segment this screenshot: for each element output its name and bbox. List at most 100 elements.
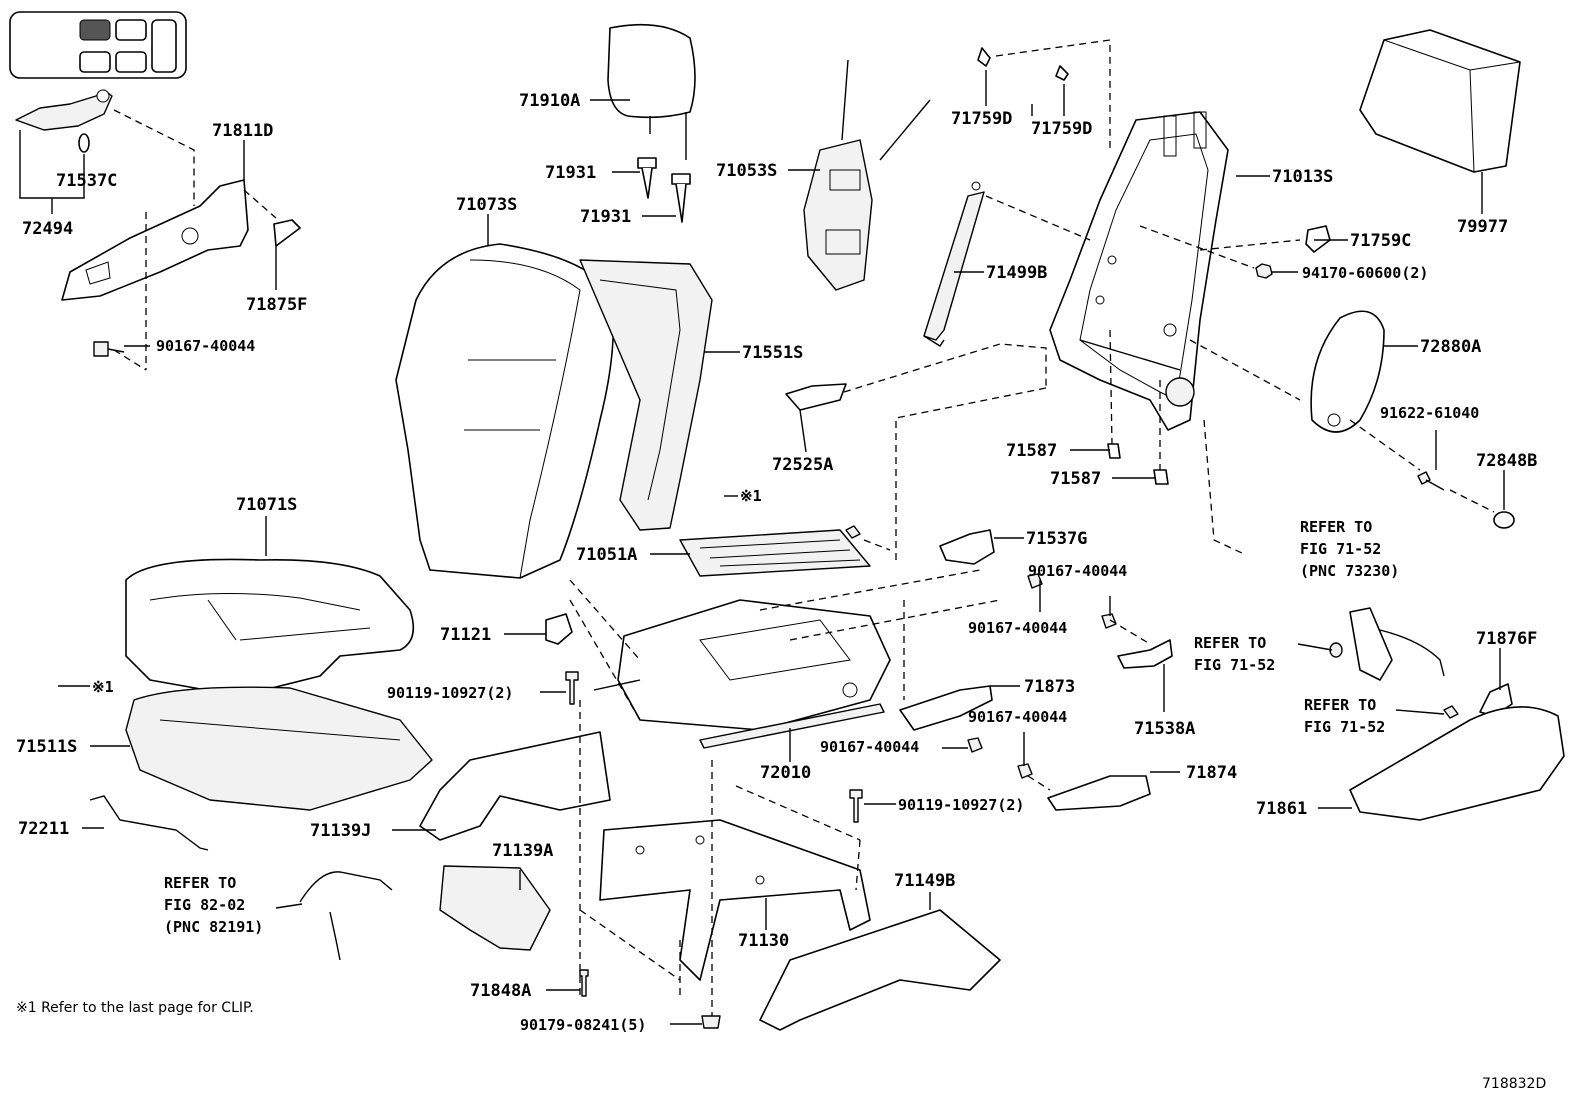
- headrest-71910A: [607, 23, 696, 160]
- nut-94170-60600: [1255, 263, 1273, 279]
- bolt-90167-40044-c: [1101, 613, 1117, 629]
- label-71013S[interactable]: 71013S: [1272, 167, 1333, 187]
- clip-71587-a: [1107, 443, 1121, 459]
- ref-82191[interactable]: REFER TO FIG 82-02 (PNC 82191): [164, 874, 263, 936]
- bolt-seat-track: [845, 525, 861, 539]
- bolt-91622-61040: [1417, 471, 1445, 491]
- label-71139A[interactable]: 71139A: [492, 841, 553, 861]
- label-71538A[interactable]: 71538A: [1134, 719, 1195, 739]
- cover-71139J: [419, 731, 611, 841]
- label-90167-40044-a[interactable]: 90167-40044: [156, 337, 255, 355]
- label-72010[interactable]: 72010: [760, 763, 811, 783]
- bolt-90167-40044-d: [967, 737, 983, 753]
- label-91622-61040[interactable]: 91622-61040: [1380, 404, 1479, 422]
- label-71587-a[interactable]: 71587: [1006, 441, 1057, 461]
- label-71910A[interactable]: 71910A: [519, 91, 580, 111]
- cushion-spring-71051A: [679, 529, 871, 577]
- clip-71121: [545, 613, 573, 645]
- label-71149B[interactable]: 71149B: [894, 871, 955, 891]
- label-71931-b[interactable]: 71931: [580, 207, 631, 227]
- label-71848A[interactable]: 71848A: [470, 981, 531, 1001]
- cover-71149B: [759, 909, 1001, 1031]
- seatback-pad-79977: [1359, 29, 1521, 173]
- diagram-id: 718832D: [1482, 1076, 1546, 1092]
- bolt-90167-40044-b: [1027, 573, 1043, 589]
- seatback-frame-71013S: [1049, 111, 1229, 431]
- label-71861[interactable]: 71861: [1256, 799, 1307, 819]
- label-72494[interactable]: 72494: [22, 219, 73, 239]
- footnote: ※1 Refer to the last page for CLIP.: [16, 1000, 254, 1016]
- label-90167-40044-b[interactable]: 90167-40044: [1028, 562, 1127, 580]
- label-72211[interactable]: 72211: [18, 819, 69, 839]
- label-72525A[interactable]: 72525A: [772, 455, 833, 475]
- reference-notes: REFER TO FIG 71-52 (PNC 73230) REFER TO …: [164, 518, 1399, 936]
- label-90167-40044-d[interactable]: 90167-40044: [968, 708, 1067, 726]
- label-79977[interactable]: 79977: [1457, 217, 1508, 237]
- clip-90179-08241: [701, 1015, 721, 1029]
- label-90179-08241[interactable]: 90179-08241(5): [520, 1016, 646, 1034]
- label-71551S[interactable]: 71551S: [742, 343, 803, 363]
- label-90119-10927-a[interactable]: 90119-10927(2): [387, 684, 513, 702]
- label-71499B[interactable]: 71499B: [986, 263, 1047, 283]
- side-airbag-72880A: [1310, 310, 1385, 433]
- label-94170-60600[interactable]: 94170-60600(2): [1302, 264, 1428, 282]
- label-71873[interactable]: 71873: [1024, 677, 1075, 697]
- clip-71759D-b: [1055, 65, 1069, 81]
- seat-track-72010: [593, 599, 891, 749]
- label-71759D-a[interactable]: 71759D: [951, 109, 1012, 129]
- seat-position-indicator-icon: [9, 11, 187, 79]
- clip-71587-b: [1153, 469, 1169, 485]
- bolt-90119-10927-a: [565, 671, 579, 705]
- label-90119-10927-b[interactable]: 90119-10927(2): [898, 796, 1024, 814]
- ref-73230[interactable]: REFER TO FIG 71-52 (PNC 73230): [1300, 518, 1399, 580]
- ref-fig-71-52-a[interactable]: REFER TO FIG 71-52: [1194, 634, 1275, 674]
- label-71876F[interactable]: 71876F: [1476, 629, 1537, 649]
- clip-71759D-a: [977, 47, 991, 67]
- label-71931-a[interactable]: 71931: [545, 163, 596, 183]
- label-71121[interactable]: 71121: [440, 625, 491, 645]
- dashed-assembly-lines: [113, 39, 1495, 1016]
- bracket-71538A: [1117, 639, 1173, 669]
- cover-71537G: [939, 529, 995, 565]
- cover-71139A: [439, 865, 551, 951]
- label-90167-40044-e[interactable]: 90167-40044: [820, 738, 919, 756]
- clip-71875F: [273, 219, 301, 247]
- part-labels: 71910A 71931 71931 71053S 71759D 71759D …: [16, 91, 1537, 1034]
- label-71811D[interactable]: 71811D: [212, 121, 273, 141]
- seat-knob-72494: [15, 89, 113, 153]
- label-71587-b[interactable]: 71587: [1050, 469, 1101, 489]
- headrest-guide-71931: [637, 157, 691, 223]
- seatback-pad-71551S: [579, 259, 713, 531]
- label-71874[interactable]: 71874: [1186, 763, 1237, 783]
- label-72880A[interactable]: 72880A: [1420, 337, 1481, 357]
- bolt-90167-40044-e: [1017, 763, 1033, 779]
- label-71053S[interactable]: 71053S: [716, 161, 777, 181]
- label-72848B[interactable]: 72848B: [1476, 451, 1537, 471]
- label-71051A[interactable]: 71051A: [576, 545, 637, 565]
- label-71511S[interactable]: 71511S: [16, 737, 77, 757]
- side-shield-71811D: [61, 179, 249, 301]
- cushion-pad-71511S: [125, 686, 433, 811]
- lumbar-bar-71499B: [923, 181, 985, 347]
- bolt-90119-10927-b: [849, 789, 863, 823]
- ref-fig-71-52-b[interactable]: REFER TO FIG 71-52: [1304, 696, 1385, 736]
- label-90167-40044-c[interactable]: 90167-40044: [968, 619, 1067, 637]
- cover-71874: [1047, 775, 1151, 811]
- cushion-cover-71071S: [125, 558, 415, 697]
- label-71537C[interactable]: 71537C: [56, 171, 117, 191]
- label-71759C[interactable]: 71759C: [1350, 231, 1411, 251]
- label-71071S[interactable]: 71071S: [236, 495, 297, 515]
- label-71073S[interactable]: 71073S: [456, 195, 517, 215]
- clip-mark-1: ※1: [740, 487, 762, 505]
- label-71130[interactable]: 71130: [738, 931, 789, 951]
- label-71875F[interactable]: 71875F: [246, 295, 307, 315]
- cap-72848B: [1493, 511, 1515, 529]
- cover-71873: [899, 685, 993, 731]
- label-71537G[interactable]: 71537G: [1026, 529, 1087, 549]
- leader-lines: [19, 70, 1505, 1025]
- label-71139J[interactable]: 71139J: [310, 821, 371, 841]
- clip-71759C: [1305, 225, 1331, 253]
- lever-cover-72525A: [785, 383, 847, 411]
- label-71759D-b[interactable]: 71759D: [1031, 119, 1092, 139]
